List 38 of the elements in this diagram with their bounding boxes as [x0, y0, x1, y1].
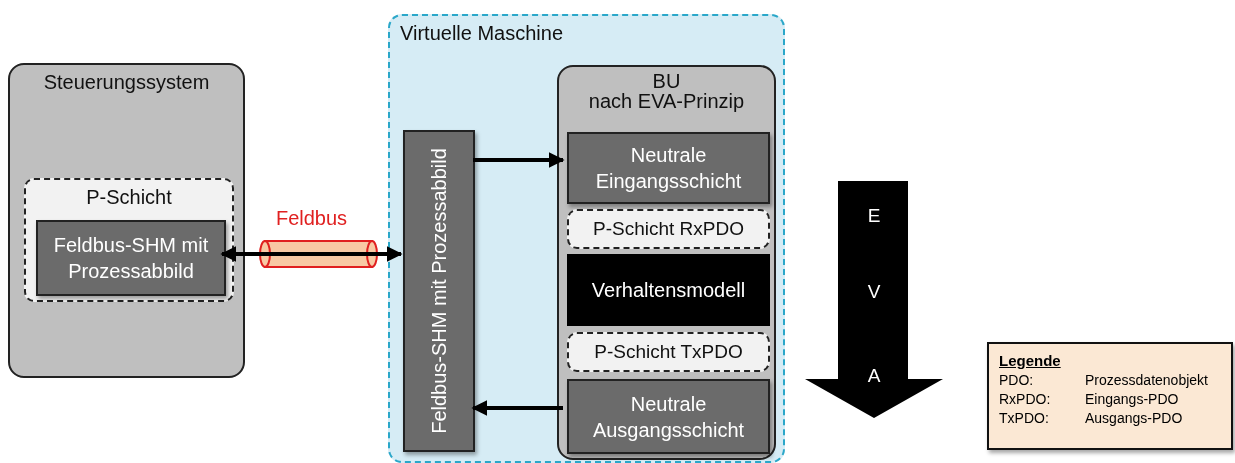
process-box [567, 379, 770, 454]
step-letter: A [867, 365, 881, 387]
box-label: P-Schicht TxPDO [594, 339, 743, 364]
box-heading: P-Schicht [86, 185, 172, 210]
box-heading: BU [652, 71, 681, 91]
layer-box [567, 332, 770, 372]
layer-box [24, 178, 234, 302]
flow-arrow-shape [805, 181, 943, 418]
step-letter: V [867, 281, 881, 303]
box-label: Neutrale Eingangsschicht [594, 143, 743, 194]
legend-definition: Prozessdatenobjekt [1085, 372, 1208, 388]
virtual-machine-panel [388, 14, 785, 463]
box-label: Feldbus-SHM mit Prozessabbild [52, 233, 210, 284]
process-box [36, 220, 226, 296]
legend-abbreviation: RxPDO: [999, 391, 1051, 407]
system-box [8, 63, 245, 378]
box-label: Verhaltensmodell [591, 278, 746, 303]
edge-label: Feldbus [274, 207, 349, 230]
arrow [220, 246, 403, 262]
legend-definition: Eingangs-PDO [1085, 391, 1179, 407]
box-heading: Steuerungssystem [43, 70, 210, 95]
layer-box [567, 209, 770, 249]
legend-abbreviation: PDO: [999, 372, 1034, 388]
arrow [471, 400, 563, 416]
arrow [473, 152, 565, 168]
box-label: Feldbus-SHM mit Prozessabbild [427, 147, 451, 436]
system-box [557, 65, 776, 460]
legend-title: Legende [999, 352, 1061, 369]
process-box [567, 132, 770, 204]
legend-definition: Ausgangs-PDO [1085, 410, 1183, 426]
legend-abbreviation: TxPDO: [999, 410, 1049, 426]
step-letter: E [867, 205, 881, 227]
box-heading: Virtuelle Maschine [399, 21, 564, 46]
box-label: Neutrale Ausgangsschicht [591, 391, 746, 443]
box-heading: nach EVA-Prinzip [588, 91, 745, 111]
box-label: P-Schicht RxPDO [593, 216, 744, 241]
process-box [403, 130, 475, 452]
model-box [567, 254, 770, 326]
